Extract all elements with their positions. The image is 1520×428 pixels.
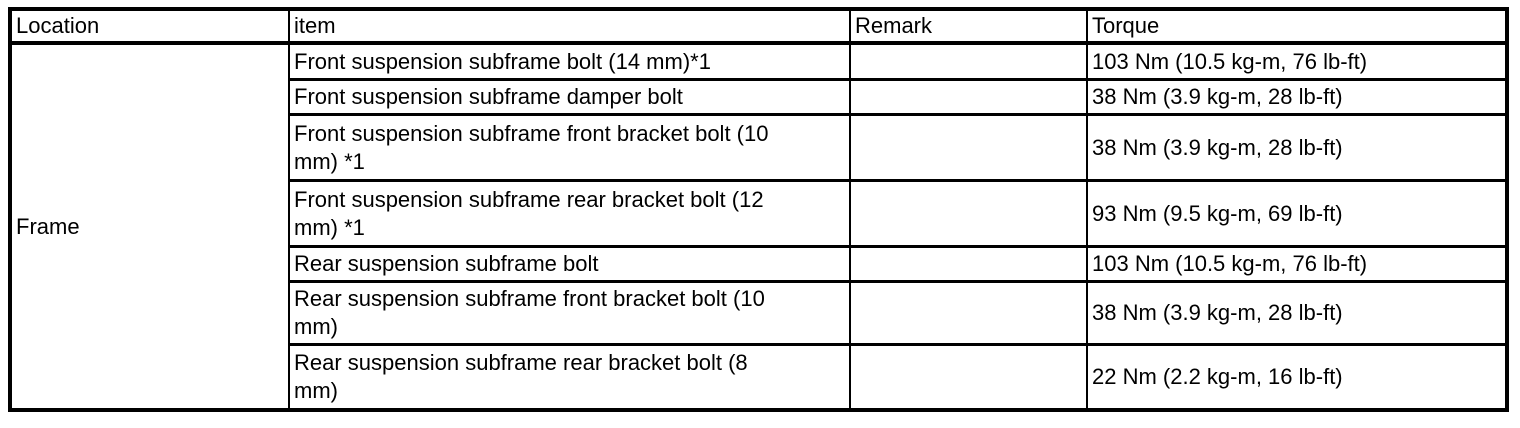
item-text: Rear suspension subframe rear bracket bo… — [294, 350, 748, 403]
table-row: Frame Front suspension subframe bolt (14… — [9, 41, 1508, 412]
item-text: Front suspension subframe bolt (14 mm)*1 — [294, 48, 711, 74]
torque-cell: 38 Nm (3.9 kg-m, 28 lb-ft) — [1086, 78, 1508, 116]
item-cell: Front suspension subframe front bracket … — [288, 113, 851, 182]
remark-cell — [849, 280, 1088, 346]
remark-cell — [849, 179, 1088, 248]
torque-cell: 103 Nm (10.5 kg-m, 76 lb-ft) — [1086, 41, 1508, 81]
header-item: item — [288, 7, 851, 45]
remark-cell — [849, 41, 1088, 81]
torque-cell: 103 Nm (10.5 kg-m, 76 lb-ft) — [1086, 245, 1508, 283]
torque-spec-table: Location item Remark Torque Frame Front … — [8, 7, 1509, 412]
item-text: Rear suspension subframe bolt — [294, 251, 599, 276]
torque-cell: 38 Nm (3.9 kg-m, 28 lb-ft) — [1086, 280, 1508, 346]
torque-cell: 22 Nm (2.2 kg-m, 16 lb-ft) — [1086, 343, 1508, 412]
item-cell: Rear suspension subframe bolt — [288, 245, 851, 283]
remark-cell — [849, 78, 1088, 116]
table-row: Front suspension subframe front bracket … — [10, 113, 1508, 182]
item-cell: Rear suspension subframe rear bracket bo… — [288, 343, 851, 412]
torque-cell: 93 Nm (9.5 kg-m, 69 lb-ft) — [1086, 179, 1508, 248]
table-row: Rear suspension subframe rear bracket bo… — [10, 343, 1508, 412]
remark-cell — [849, 113, 1088, 182]
item-cell: Front suspension subframe bolt (14 mm)*1 — [288, 41, 851, 81]
remark-cell — [849, 245, 1088, 283]
item-cell: Front suspension subframe damper bolt — [288, 78, 851, 116]
item-cell: Front suspension subframe rear bracket b… — [288, 179, 851, 248]
header-location: Location — [9, 7, 290, 45]
table-header-row: Location item Remark Torque — [9, 7, 1508, 45]
header-remark: Remark — [849, 7, 1088, 45]
table-row: Front suspension subframe damper bolt 38… — [10, 78, 1508, 116]
table-row: Front suspension subframe rear bracket b… — [10, 179, 1508, 248]
item-text: Front suspension subframe front bracket … — [294, 120, 769, 174]
item-text: Rear suspension subframe front bracket b… — [294, 286, 765, 339]
table-row: Rear suspension subframe bolt 103 Nm (10… — [10, 245, 1508, 283]
table-row: Rear suspension subframe front bracket b… — [10, 280, 1508, 346]
remark-cell — [849, 343, 1088, 412]
item-cell: Rear suspension subframe front bracket b… — [288, 280, 851, 346]
torque-cell: 38 Nm (3.9 kg-m, 28 lb-ft) — [1086, 113, 1508, 182]
header-torque: Torque — [1086, 7, 1508, 45]
item-text: Front suspension subframe damper bolt — [294, 84, 683, 109]
item-text: Front suspension subframe rear bracket b… — [294, 186, 764, 240]
location-cell: Frame — [9, 41, 290, 412]
